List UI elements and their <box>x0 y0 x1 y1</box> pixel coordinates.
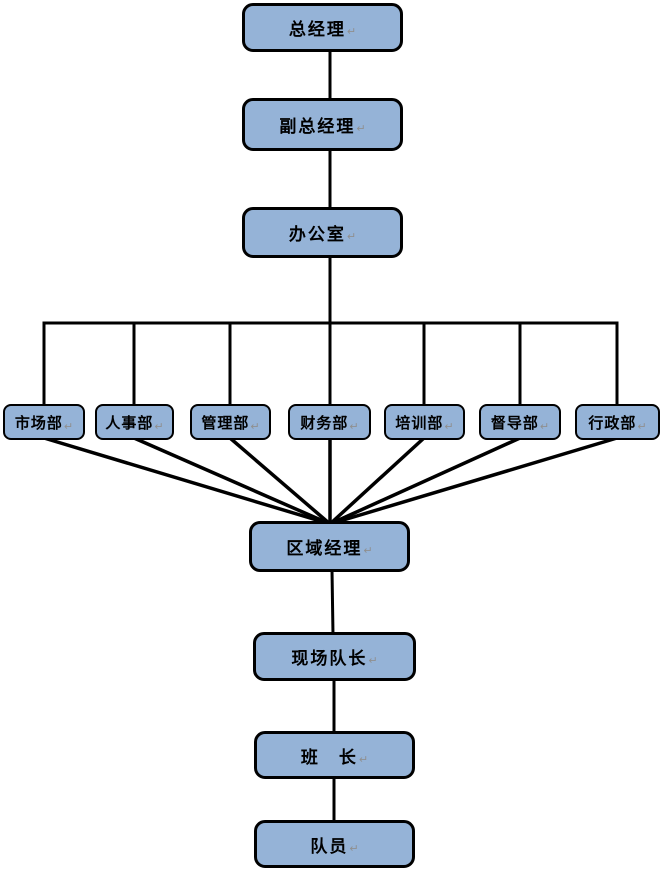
node-label: 管理部 <box>201 413 250 432</box>
paragraph-mark-icon: ↵ <box>356 122 366 135</box>
paragraph-mark-icon: ↵ <box>349 419 359 433</box>
node-label: 现场队长 <box>291 649 368 669</box>
node-label: 人事部 <box>105 413 154 432</box>
org-node-finance-dept: 财务部↵ <box>288 404 371 440</box>
paragraph-mark-icon: ↵ <box>349 841 359 855</box>
node-label: 培训部 <box>395 413 444 432</box>
org-node-deputy-general-manager: 副总经理↵ <box>242 98 403 151</box>
paragraph-mark-icon: ↵ <box>637 419 647 433</box>
paragraph-mark-icon: ↵ <box>250 419 260 433</box>
paragraph-mark-icon: ↵ <box>368 654 378 667</box>
org-node-team-member: 队员↵ <box>254 820 415 868</box>
paragraph-mark-icon: ↵ <box>63 419 74 433</box>
node-label: 财务部 <box>300 413 349 432</box>
org-node-regional-manager: 区域经理↵ <box>249 521 410 572</box>
paragraph-mark-icon: ↵ <box>154 419 164 433</box>
org-node-site-captain: 现场队长↵ <box>253 632 416 681</box>
paragraph-mark-icon: ↵ <box>444 419 454 433</box>
node-label: 区域经理 <box>286 539 363 559</box>
paragraph-mark-icon: ↵ <box>346 25 357 38</box>
org-node-supervision-dept: 督导部↵ <box>479 404 561 440</box>
org-node-hr-dept: 人事部↵ <box>95 404 174 440</box>
org-node-squad-leader: 班 长↵ <box>254 731 415 779</box>
paragraph-mark-icon: ↵ <box>358 752 369 766</box>
node-label: 队员 <box>310 836 349 857</box>
paragraph-mark-icon: ↵ <box>539 419 550 433</box>
node-label: 班 长 <box>300 747 358 768</box>
node-label: 行政部 <box>588 413 637 432</box>
node-label: 督导部 <box>490 413 539 432</box>
org-node-general-manager: 总经理↵ <box>242 3 403 52</box>
org-node-management-dept: 管理部↵ <box>190 404 271 440</box>
org-node-training-dept: 培训部↵ <box>384 404 465 440</box>
org-node-administration-dept: 行政部↵ <box>575 404 660 440</box>
node-label: 副总经理 <box>279 117 356 137</box>
org-node-marketing-dept: 市场部↵ <box>3 404 85 440</box>
node-label: 市场部 <box>14 413 63 432</box>
node-label: 办公室 <box>288 225 346 245</box>
paragraph-mark-icon: ↵ <box>346 230 357 243</box>
node-label: 总经理 <box>288 20 346 40</box>
org-node-office: 办公室↵ <box>242 207 403 258</box>
paragraph-mark-icon: ↵ <box>363 544 373 557</box>
